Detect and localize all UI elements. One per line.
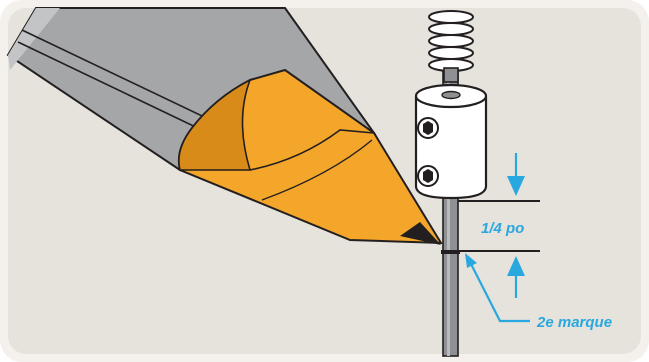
mark-leader	[465, 253, 530, 323]
set-screw-collar-icon	[414, 83, 488, 200]
mark-label: 2e marque	[536, 314, 612, 331]
pencil-icon	[6, 7, 443, 245]
spring-icon	[428, 10, 474, 72]
pencil-mark	[441, 250, 460, 254]
set-screw-icon	[417, 117, 439, 139]
arrow-down-icon	[507, 153, 525, 196]
set-screw-icon	[417, 165, 439, 187]
dimension-label: 1/4 po	[481, 220, 524, 237]
dimension-lines	[458, 200, 540, 252]
arrow-up-icon	[507, 256, 525, 298]
